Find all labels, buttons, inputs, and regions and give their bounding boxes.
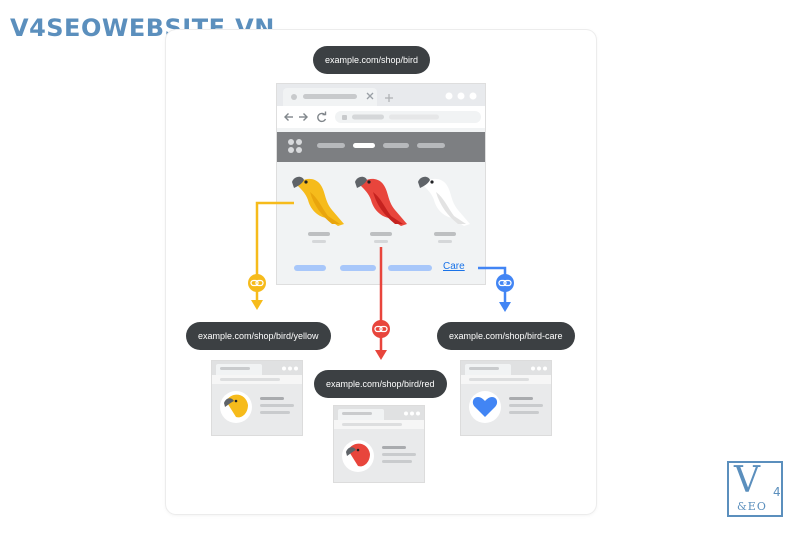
link-icon (248, 274, 266, 292)
footer-link-bar[interactable] (340, 265, 376, 271)
url-pill-parent: example.com/shop/bird (313, 46, 431, 74)
lock-icon (342, 115, 347, 120)
logo-letter: V (734, 460, 760, 501)
product-price-bar (374, 240, 388, 243)
brand-logo: V 4 &EO (727, 461, 783, 517)
site-nav-bar (277, 132, 485, 162)
parrot-icon[interactable] (418, 176, 470, 226)
nav-item[interactable] (317, 143, 345, 148)
url-pill-red: example.com/shop/bird/red (314, 370, 447, 398)
nav-item-active[interactable] (353, 143, 375, 148)
nav-item[interactable] (417, 143, 445, 148)
back-arrow-icon[interactable] (284, 113, 293, 121)
url-pill-care: example.com/shop/bird-care (437, 322, 575, 350)
parrot-icon (346, 443, 370, 467)
apps-grid-icon[interactable] (288, 139, 302, 153)
favicon-icon (291, 94, 297, 100)
parrot-icon[interactable] (355, 176, 407, 226)
arrow-head-red (375, 350, 387, 360)
care-link[interactable]: Care (443, 261, 465, 272)
product-price-bar (312, 240, 326, 243)
product-title-bar (308, 232, 330, 236)
address-bar[interactable] (277, 106, 485, 128)
footer-link-bar[interactable] (294, 265, 326, 271)
connector-yellow (255, 201, 294, 300)
arrow-head-blue (499, 302, 511, 312)
logo-sub: &EO (737, 500, 767, 513)
footer-link-bar[interactable] (388, 265, 432, 271)
forward-arrow-icon[interactable] (299, 113, 308, 121)
child-page-red[interactable] (334, 406, 424, 482)
logo-digit: 4 (773, 485, 781, 499)
reload-icon[interactable] (317, 111, 327, 123)
link-icon (496, 274, 514, 292)
child-page-care[interactable] (461, 361, 551, 435)
heart-icon (472, 397, 498, 417)
product-title-bar (370, 232, 392, 236)
nav-item[interactable] (383, 143, 409, 148)
url-pill-yellow: example.com/shop/bird/yellow (186, 322, 331, 350)
browser-tab[interactable] (283, 88, 377, 106)
parrot-icon[interactable] (292, 176, 344, 226)
child-page-yellow[interactable] (212, 361, 302, 435)
product-title-bar (434, 232, 456, 236)
arrow-head-yellow (251, 300, 263, 310)
product-price-bar (438, 240, 452, 243)
close-icon[interactable] (366, 92, 374, 100)
link-icon (372, 320, 390, 338)
parrot-icon (224, 394, 248, 418)
